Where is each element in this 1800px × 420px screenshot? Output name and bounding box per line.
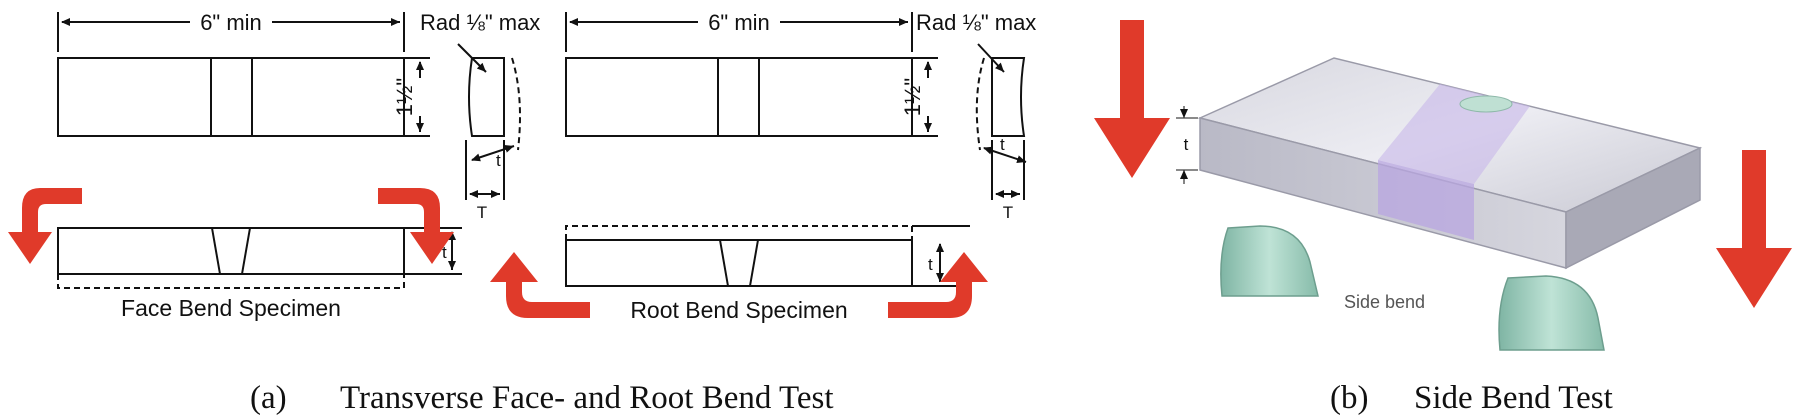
- caption-a-text: Transverse Face- and Root Bend Test: [340, 380, 834, 416]
- face-t-label: t: [496, 151, 501, 170]
- face-t-dim: [471, 145, 515, 162]
- face-radius-leader: [457, 43, 487, 73]
- root-T-label: T: [1003, 203, 1013, 222]
- root-t-label: t: [1000, 135, 1005, 154]
- side-t-label: t: [1184, 135, 1189, 154]
- face-side-rect: [57, 227, 405, 275]
- root-width-label: 1½": [900, 78, 925, 116]
- face-right-bend-arrow: [378, 188, 454, 264]
- root-section-dashed-arc: [975, 57, 985, 151]
- face-plan-rect: [57, 57, 405, 137]
- face-cross-section: [468, 57, 505, 137]
- root-length-label: 6" min: [708, 10, 770, 35]
- weld-zone-front: [1378, 160, 1474, 240]
- root-radius-label: Rad ⅛" max: [916, 10, 1036, 35]
- root-bend-group: [565, 12, 1027, 287]
- face-side-dashed-outline: [57, 274, 405, 289]
- root-plan-rect: [565, 57, 913, 137]
- face-left-bend-arrow: [8, 188, 82, 264]
- caption-a-index: (a): [250, 380, 287, 416]
- face-side-weld-right: [241, 227, 251, 275]
- root-cross-section: [991, 57, 1026, 137]
- face-section-dashed-arc: [511, 57, 521, 151]
- root-t-side-label: t: [928, 255, 933, 274]
- face-length-label: 6" min: [200, 10, 262, 35]
- root-side-weld-left: [719, 239, 729, 287]
- root-side-dashed-outline: [565, 225, 913, 240]
- face-t-side-label: t: [442, 243, 447, 262]
- weld-bead-cap: [1459, 95, 1513, 113]
- root-left-bend-arrow: [490, 252, 590, 318]
- side-bend-illustration: [1176, 57, 1703, 351]
- left-support-roller: [1220, 225, 1319, 297]
- root-t-dim: [983, 146, 1027, 163]
- caption-b-text: Side Bend Test: [1414, 380, 1613, 416]
- root-specimen-label: Root Bend Specimen: [630, 297, 847, 323]
- face-side-weld-left: [211, 227, 221, 275]
- root-radius-leader: [977, 43, 1005, 73]
- face-specimen-label: Face Bend Specimen: [121, 295, 341, 321]
- specimen-end-face: [1565, 146, 1701, 270]
- side-right-down-arrow: [1716, 150, 1792, 308]
- face-radius-label: Rad ⅛" max: [420, 10, 540, 35]
- face-bend-group: [57, 12, 521, 289]
- root-side-rect: [565, 239, 913, 287]
- right-support-roller: [1498, 275, 1605, 351]
- face-width-label: 1½": [392, 78, 417, 116]
- side-bend-image-label: Side bend: [1344, 292, 1425, 312]
- root-right-bend-arrow: [888, 252, 988, 318]
- root-side-weld-right: [749, 239, 759, 287]
- side-left-down-arrow: [1094, 20, 1170, 178]
- face-T-label: T: [477, 203, 487, 222]
- caption-b-index: (b): [1330, 380, 1368, 416]
